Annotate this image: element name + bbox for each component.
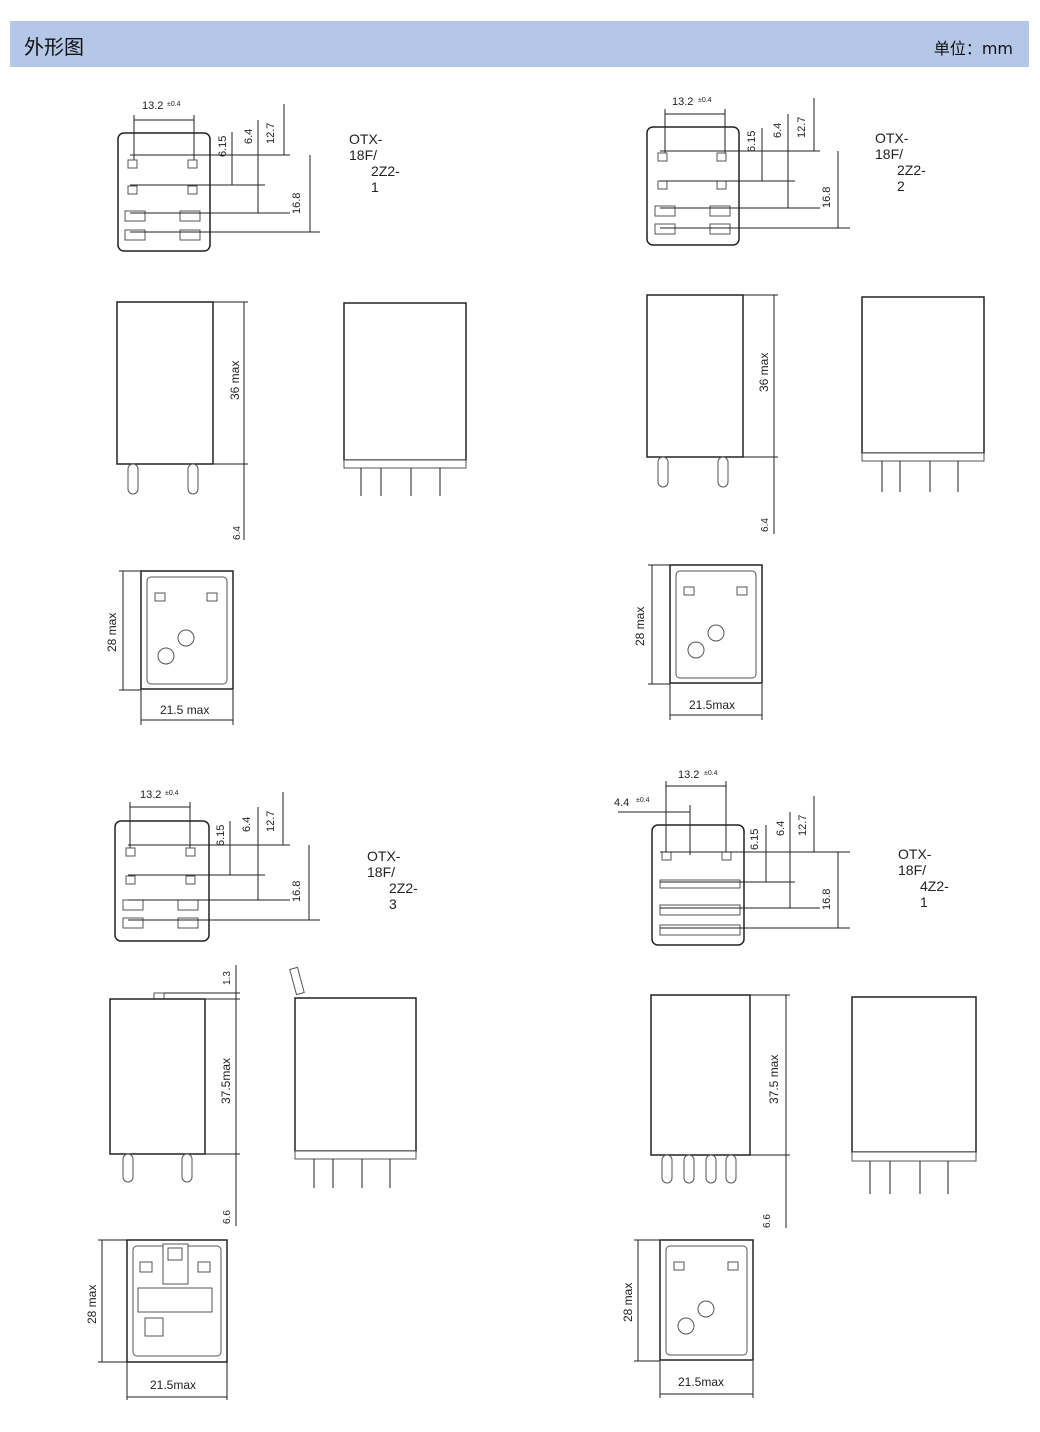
svg-text:6.15: 6.15 — [746, 131, 758, 152]
bottom-view: 13.2 ±0.4 6.15 6.4 12.7 16.8 — [646, 96, 850, 246]
svg-text:36 max: 36 max — [757, 353, 771, 392]
drawing-2z2-1: 13.2 ±0.4 6.15 6.4 12.7 16.8 — [105, 100, 467, 725]
svg-text:±0.4: ±0.4 — [704, 770, 718, 777]
top-view: 28 max 21.5max — [621, 1239, 754, 1398]
side-view: 1.3 37.5max 6.6 — [109, 965, 240, 1226]
svg-text:±0.4: ±0.4 — [636, 797, 650, 804]
top-view: 28 max 21.5max — [85, 1239, 228, 1400]
svg-text:12.7: 12.7 — [797, 815, 809, 836]
svg-text:12.7: 12.7 — [796, 117, 808, 138]
model-label: OTX-18F/ 2Z2-3 — [367, 848, 418, 912]
front-view — [289, 966, 417, 1188]
svg-text:13.2: 13.2 — [672, 96, 693, 108]
bottom-view: 13.2 ±0.4 6.15 6.4 12.7 16.8 — [114, 789, 320, 942]
svg-text:37.5 max: 37.5 max — [767, 1055, 781, 1104]
svg-text:13.2: 13.2 — [140, 789, 161, 801]
svg-text:4.4: 4.4 — [614, 797, 629, 809]
svg-text:28 max: 28 max — [85, 1285, 99, 1324]
side-view: 36 max 6.4 — [116, 301, 248, 540]
svg-text:6.6: 6.6 — [762, 1214, 773, 1228]
svg-text:6.6: 6.6 — [222, 1210, 233, 1224]
front-view — [343, 302, 467, 496]
side-view: 36 max 6.4 — [646, 294, 778, 534]
svg-text:28 max: 28 max — [633, 607, 647, 646]
svg-text:16.8: 16.8 — [821, 187, 833, 208]
top-view: 28 max 21.5max — [633, 564, 763, 720]
svg-text:21.5max: 21.5max — [689, 698, 735, 712]
svg-text:6.4: 6.4 — [760, 518, 771, 532]
svg-text:6.15: 6.15 — [217, 136, 229, 157]
svg-text:6.4: 6.4 — [243, 129, 255, 144]
svg-text:6.4: 6.4 — [772, 123, 784, 138]
bottom-view: 13.2 ±0.4 6.15 6.4 12.7 16.8 — [117, 100, 320, 252]
front-view — [851, 996, 977, 1194]
unit-label: 单位：mm — [933, 39, 1013, 58]
svg-text:28 max: 28 max — [621, 1283, 635, 1322]
svg-text:21.5max: 21.5max — [150, 1378, 196, 1392]
model-label: OTX-18F/ 2Z2-1 — [349, 131, 400, 195]
svg-text:±0.4: ±0.4 — [698, 97, 712, 104]
section-header: 外形图 单位：mm — [10, 21, 1029, 67]
drawing-2z2-3: 13.2 ±0.4 6.15 6.4 12.7 16.8 — [85, 789, 417, 1400]
svg-text:28 max: 28 max — [105, 613, 119, 652]
svg-text:±0.4: ±0.4 — [165, 790, 179, 797]
model-label: OTX-18F/ 4Z2-1 — [898, 846, 949, 910]
svg-text:1.3: 1.3 — [222, 971, 233, 985]
svg-text:6.4: 6.4 — [775, 821, 787, 836]
svg-text:16.8: 16.8 — [291, 881, 303, 902]
svg-text:6.4: 6.4 — [241, 817, 253, 832]
bottom-view: 4.4 ±0.4 13.2 ±0.4 6.15 6.4 12.7 16.8 — [614, 769, 850, 946]
svg-text:6.15: 6.15 — [749, 829, 761, 850]
svg-text:6.4: 6.4 — [232, 526, 243, 540]
model-label: OTX-18F/ 2Z2-2 — [875, 130, 926, 194]
svg-text:6.15: 6.15 — [215, 825, 227, 846]
svg-text:16.8: 16.8 — [291, 193, 303, 214]
svg-text:21.5max: 21.5max — [678, 1375, 724, 1389]
svg-text:21.5 max: 21.5 max — [160, 703, 209, 717]
svg-text:37.5max: 37.5max — [219, 1058, 233, 1104]
section-title: 外形图 — [24, 35, 84, 59]
svg-text:13.2: 13.2 — [678, 769, 699, 781]
svg-text:±0.4: ±0.4 — [167, 101, 181, 108]
svg-text:36 max: 36 max — [228, 361, 242, 400]
drawing-2z2-2: 13.2 ±0.4 6.15 6.4 12.7 16.8 — [633, 96, 985, 720]
svg-text:12.7: 12.7 — [265, 123, 277, 144]
dim-13-2: 13.2 — [142, 100, 163, 112]
svg-text:12.7: 12.7 — [265, 811, 277, 832]
front-view — [861, 296, 985, 492]
top-view: 28 max 21.5 max — [105, 570, 234, 725]
side-view: 37.5 max 6.6 — [650, 994, 790, 1228]
svg-text:16.8: 16.8 — [821, 889, 833, 910]
